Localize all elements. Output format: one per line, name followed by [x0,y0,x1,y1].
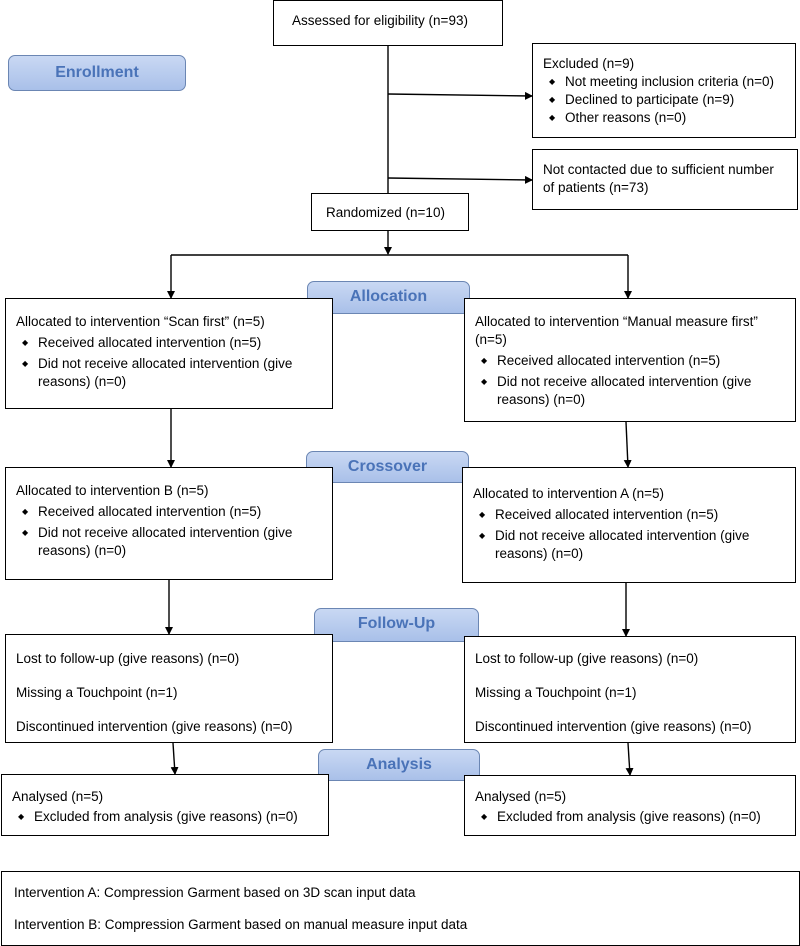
excluded-item: Declined to participate (n=9) [543,91,789,109]
excluded-box: Excluded (n=9) Not meeting inclusion cri… [532,43,796,138]
excluded-item: Other reasons (n=0) [543,109,789,127]
arrow-to-excluded [387,91,533,100]
alloc-left-box: Allocated to intervention “Scan first” (… [5,298,333,409]
follow-right-missing: Missing a Touchpoint (n=1) [475,685,637,700]
arrow-to-analysis-left [170,742,179,775]
follow-right-discontinued: Discontinued intervention (give reasons)… [475,719,752,734]
alloc-left-not-received: Did not receive allocated intervention (… [16,355,324,391]
stage-enrollment: Enrollment [8,55,186,91]
stage-follow-up: Follow-Up [314,608,479,642]
assessed-text: Assessed for eligibility (n=93) [292,13,468,28]
follow-left-box: Lost to follow-up (give reasons) (n=0) M… [5,634,333,743]
not-contacted-box: Not contacted due to sufficient number o… [532,149,798,210]
arrow-to-cross-right [623,421,632,468]
not-contacted-text: Not contacted due to sufficient number o… [543,162,774,195]
stage-analysis: Analysis [318,749,480,781]
follow-left-discontinued: Discontinued intervention (give reasons)… [16,719,293,734]
alloc-right-box: Allocated to intervention “Manual measur… [464,298,796,422]
legend-intervention-a: Intervention A: Compression Garment base… [14,885,416,900]
cross-right-received: Received allocated intervention (n=5) [473,506,787,524]
randomized-text: Randomized (n=10) [326,205,445,220]
randomized-box: Randomized (n=10) [311,193,469,231]
cross-right-not-received: Did not receive allocated intervention (… [473,527,787,563]
cross-right-title: Allocated to intervention A (n=5) [473,486,664,501]
stage-crossover: Crossover [306,451,469,483]
follow-right-box: Lost to follow-up (give reasons) (n=0) M… [464,636,796,743]
cross-left-received: Received allocated intervention (n=5) [16,503,324,521]
cross-right-box: Allocated to intervention A (n=5) Receiv… [462,467,796,583]
alloc-right-title: Allocated to intervention “Manual measur… [475,314,758,347]
analysis-left-box: Analysed (n=5) Excluded from analysis (g… [1,774,329,836]
analysis-right-excluded: Excluded from analysis (give reasons) (n… [475,808,787,826]
arrow-to-analysis-right [625,742,634,776]
follow-left-missing: Missing a Touchpoint (n=1) [16,685,178,700]
follow-right-lost: Lost to follow-up (give reasons) (n=0) [475,651,699,666]
cross-left-not-received: Did not receive allocated intervention (… [16,524,324,560]
follow-left-lost: Lost to follow-up (give reasons) (n=0) [16,651,240,666]
excluded-item: Not meeting inclusion criteria (n=0) [543,73,789,91]
alloc-right-received: Received allocated intervention (n=5) [475,352,787,370]
arrow-to-not-contacted [387,175,533,184]
alloc-left-title: Allocated to intervention “Scan first” (… [16,314,265,329]
alloc-left-received: Received allocated intervention (n=5) [16,334,324,352]
excluded-title: Excluded (n=9) [543,56,635,71]
legend-intervention-b: Intervention B: Compression Garment base… [14,917,468,932]
cross-left-title: Allocated to intervention B (n=5) [16,483,209,498]
cross-left-box: Allocated to intervention B (n=5) Receiv… [5,467,333,580]
legend-box: Intervention A: Compression Garment base… [1,871,800,946]
analysis-right-box: Analysed (n=5) Excluded from analysis (g… [464,775,796,836]
stage-allocation: Allocation [307,281,470,314]
alloc-right-not-received: Did not receive allocated intervention (… [475,373,787,409]
analysis-right-analysed: Analysed (n=5) [475,789,567,804]
analysis-left-excluded: Excluded from analysis (give reasons) (n… [12,808,320,826]
assessed-box: Assessed for eligibility (n=93) [273,0,503,46]
analysis-left-analysed: Analysed (n=5) [12,789,104,804]
